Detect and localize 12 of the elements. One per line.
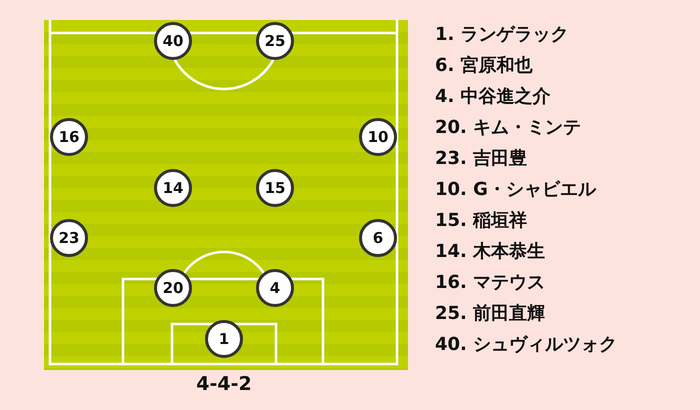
roster-entry: 25. 前田直輝	[435, 303, 546, 325]
roster-entry: 23. 吉田豊	[435, 148, 528, 170]
roster-entry: 6. 宮原和也	[435, 55, 533, 77]
roster-entry: 40. シュヴィルツォク	[435, 334, 618, 356]
roster-entry: 4. 中谷進之介	[435, 86, 551, 108]
roster-entry: 20. キム・ミンテ	[435, 117, 582, 139]
roster-entry: 14. 木本恭生	[435, 241, 546, 263]
roster-entry: 15. 稲垣祥	[435, 210, 528, 232]
formation-caption: 4-4-2	[195, 373, 253, 395]
roster-entry: 1. ランゲラック	[435, 24, 569, 46]
roster-entry: 16. マテウス	[435, 272, 546, 294]
roster-entry: 10. G・シャビエル	[435, 179, 596, 201]
